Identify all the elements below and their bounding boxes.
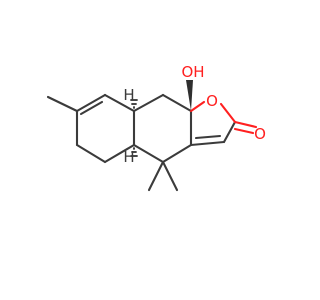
bond-lactone-c-o: [219, 102, 237, 124]
bond-ringB-top-right: [161, 93, 193, 113]
bond-ringB-bottom-left: [132, 143, 165, 164]
bond-lactone-double-inner: [194, 134, 222, 140]
bond-ringB-bottom-right: [161, 143, 193, 164]
bond-ringA-bottom-left: [75, 143, 107, 164]
bond-methyl-left: [46, 95, 79, 113]
structure-canvas: OH O O H H: [46, 63, 266, 192]
molecule-diagram: OH O O H H: [46, 63, 266, 192]
bond-c4a-c8a-left: [103, 143, 136, 164]
hashed-bond-bottom: [130, 147, 138, 157]
bond-carbonyl-outer: [233, 120, 258, 129]
bond-ringA-double-inner: [79, 100, 104, 116]
bond-lactone-o-c: [189, 100, 206, 113]
hydroxyl-label: OH: [181, 63, 204, 81]
bond-lactone-c-carbonyl: [222, 120, 237, 144]
ring-oxygen-label: O: [206, 92, 218, 110]
bond-ringA-double-outer: [75, 93, 107, 113]
wedge-bond-hydroxyl: [186, 80, 193, 111]
bond-methyl-gem-1: [147, 160, 165, 192]
bond-ringB-top-left: [132, 93, 165, 113]
bond-ringA-top: [103, 93, 136, 113]
bond-carbonyl-inner: [233, 127, 255, 135]
carbonyl-oxygen-label: O: [254, 125, 266, 143]
bond-lactone-double-outer: [189, 140, 226, 147]
bond-methyl-gem-2: [161, 160, 179, 192]
hashed-bond-top: [130, 99, 138, 109]
stereo-hydrogen-top-label: H: [123, 86, 134, 104]
stereo-hydrogen-bottom-label: H: [123, 148, 134, 166]
